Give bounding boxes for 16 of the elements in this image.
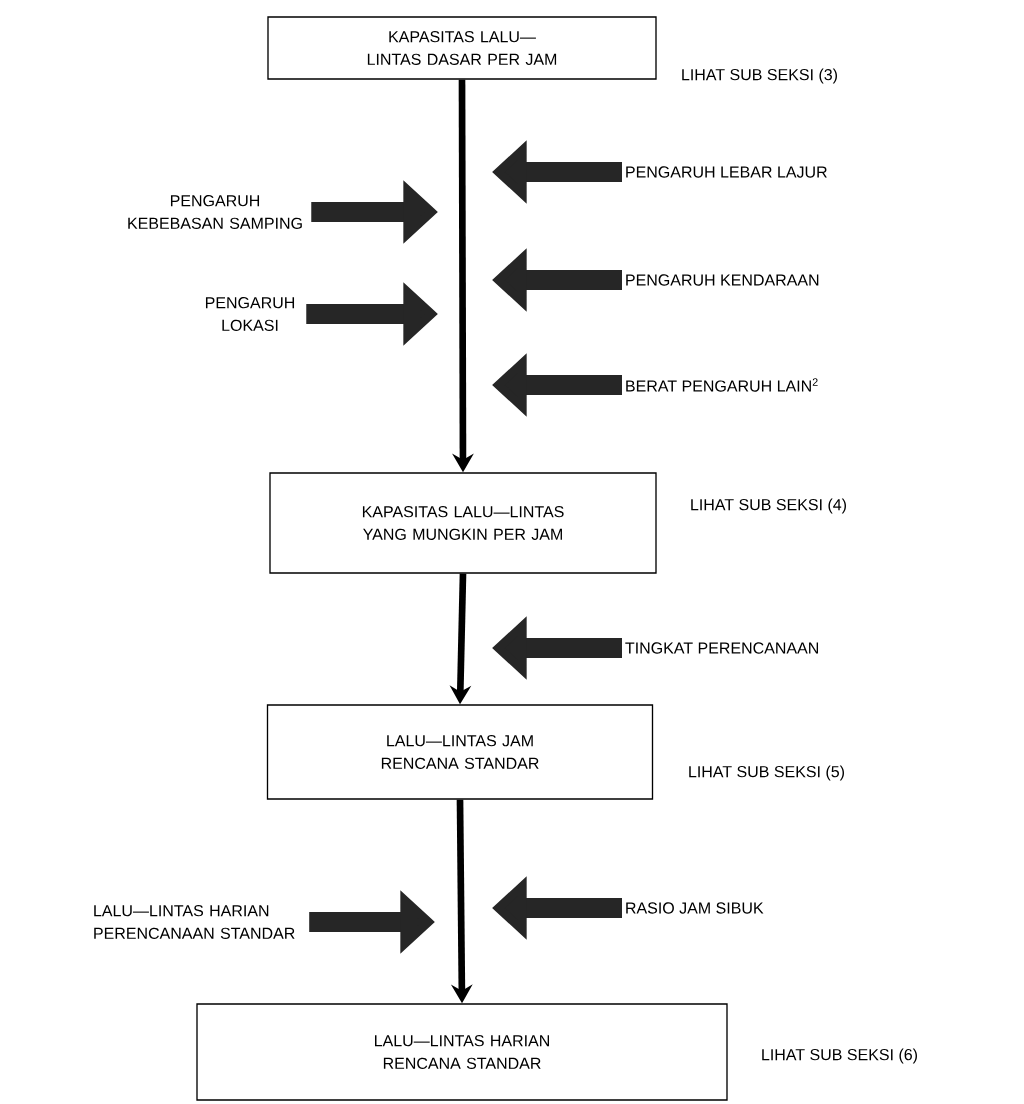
- factor-label: LALU—LINTAS HARIAN PERENCANAAN STANDAR: [94, 905, 295, 939]
- factor-label: PENGARUH LEBAR LAJUR: [626, 166, 827, 178]
- process-box: KAPASITAS LALU—LINTAS YANG MUNGKIN PER JAM: [269, 472, 657, 574]
- factor-label: RASIO JAM SIBUK: [626, 902, 764, 914]
- process-box: LALU—LINTAS JAM RENCANA STANDAR: [266, 704, 654, 800]
- process-box: LALU—LINTAS HARIAN RENCANA STANDAR: [196, 1003, 728, 1101]
- factor-label: PENGARUH LOKASI: [206, 297, 295, 331]
- reference-label: LIHAT SUB SEKSI (5): [689, 765, 844, 781]
- reference-label: LIHAT SUB SEKSI (6): [762, 1048, 917, 1064]
- factor-label: PENGARUH KENDARAAN: [626, 274, 819, 286]
- process-box: KAPASITAS LALU—LINTAS DASAR PER JAM: [267, 16, 657, 80]
- factor-label: PENGARUH KEBEBASAN SAMPING: [128, 195, 302, 229]
- reference-label: LIHAT SUB SEKSI (3): [682, 68, 837, 84]
- reference-label: LIHAT SUB SEKSI (4): [691, 498, 846, 514]
- factor-label: BERAT PENGARUH LAIN$^{2}$: [626, 378, 818, 392]
- factor-label: TINGKAT PERENCANAAN: [625, 642, 818, 654]
